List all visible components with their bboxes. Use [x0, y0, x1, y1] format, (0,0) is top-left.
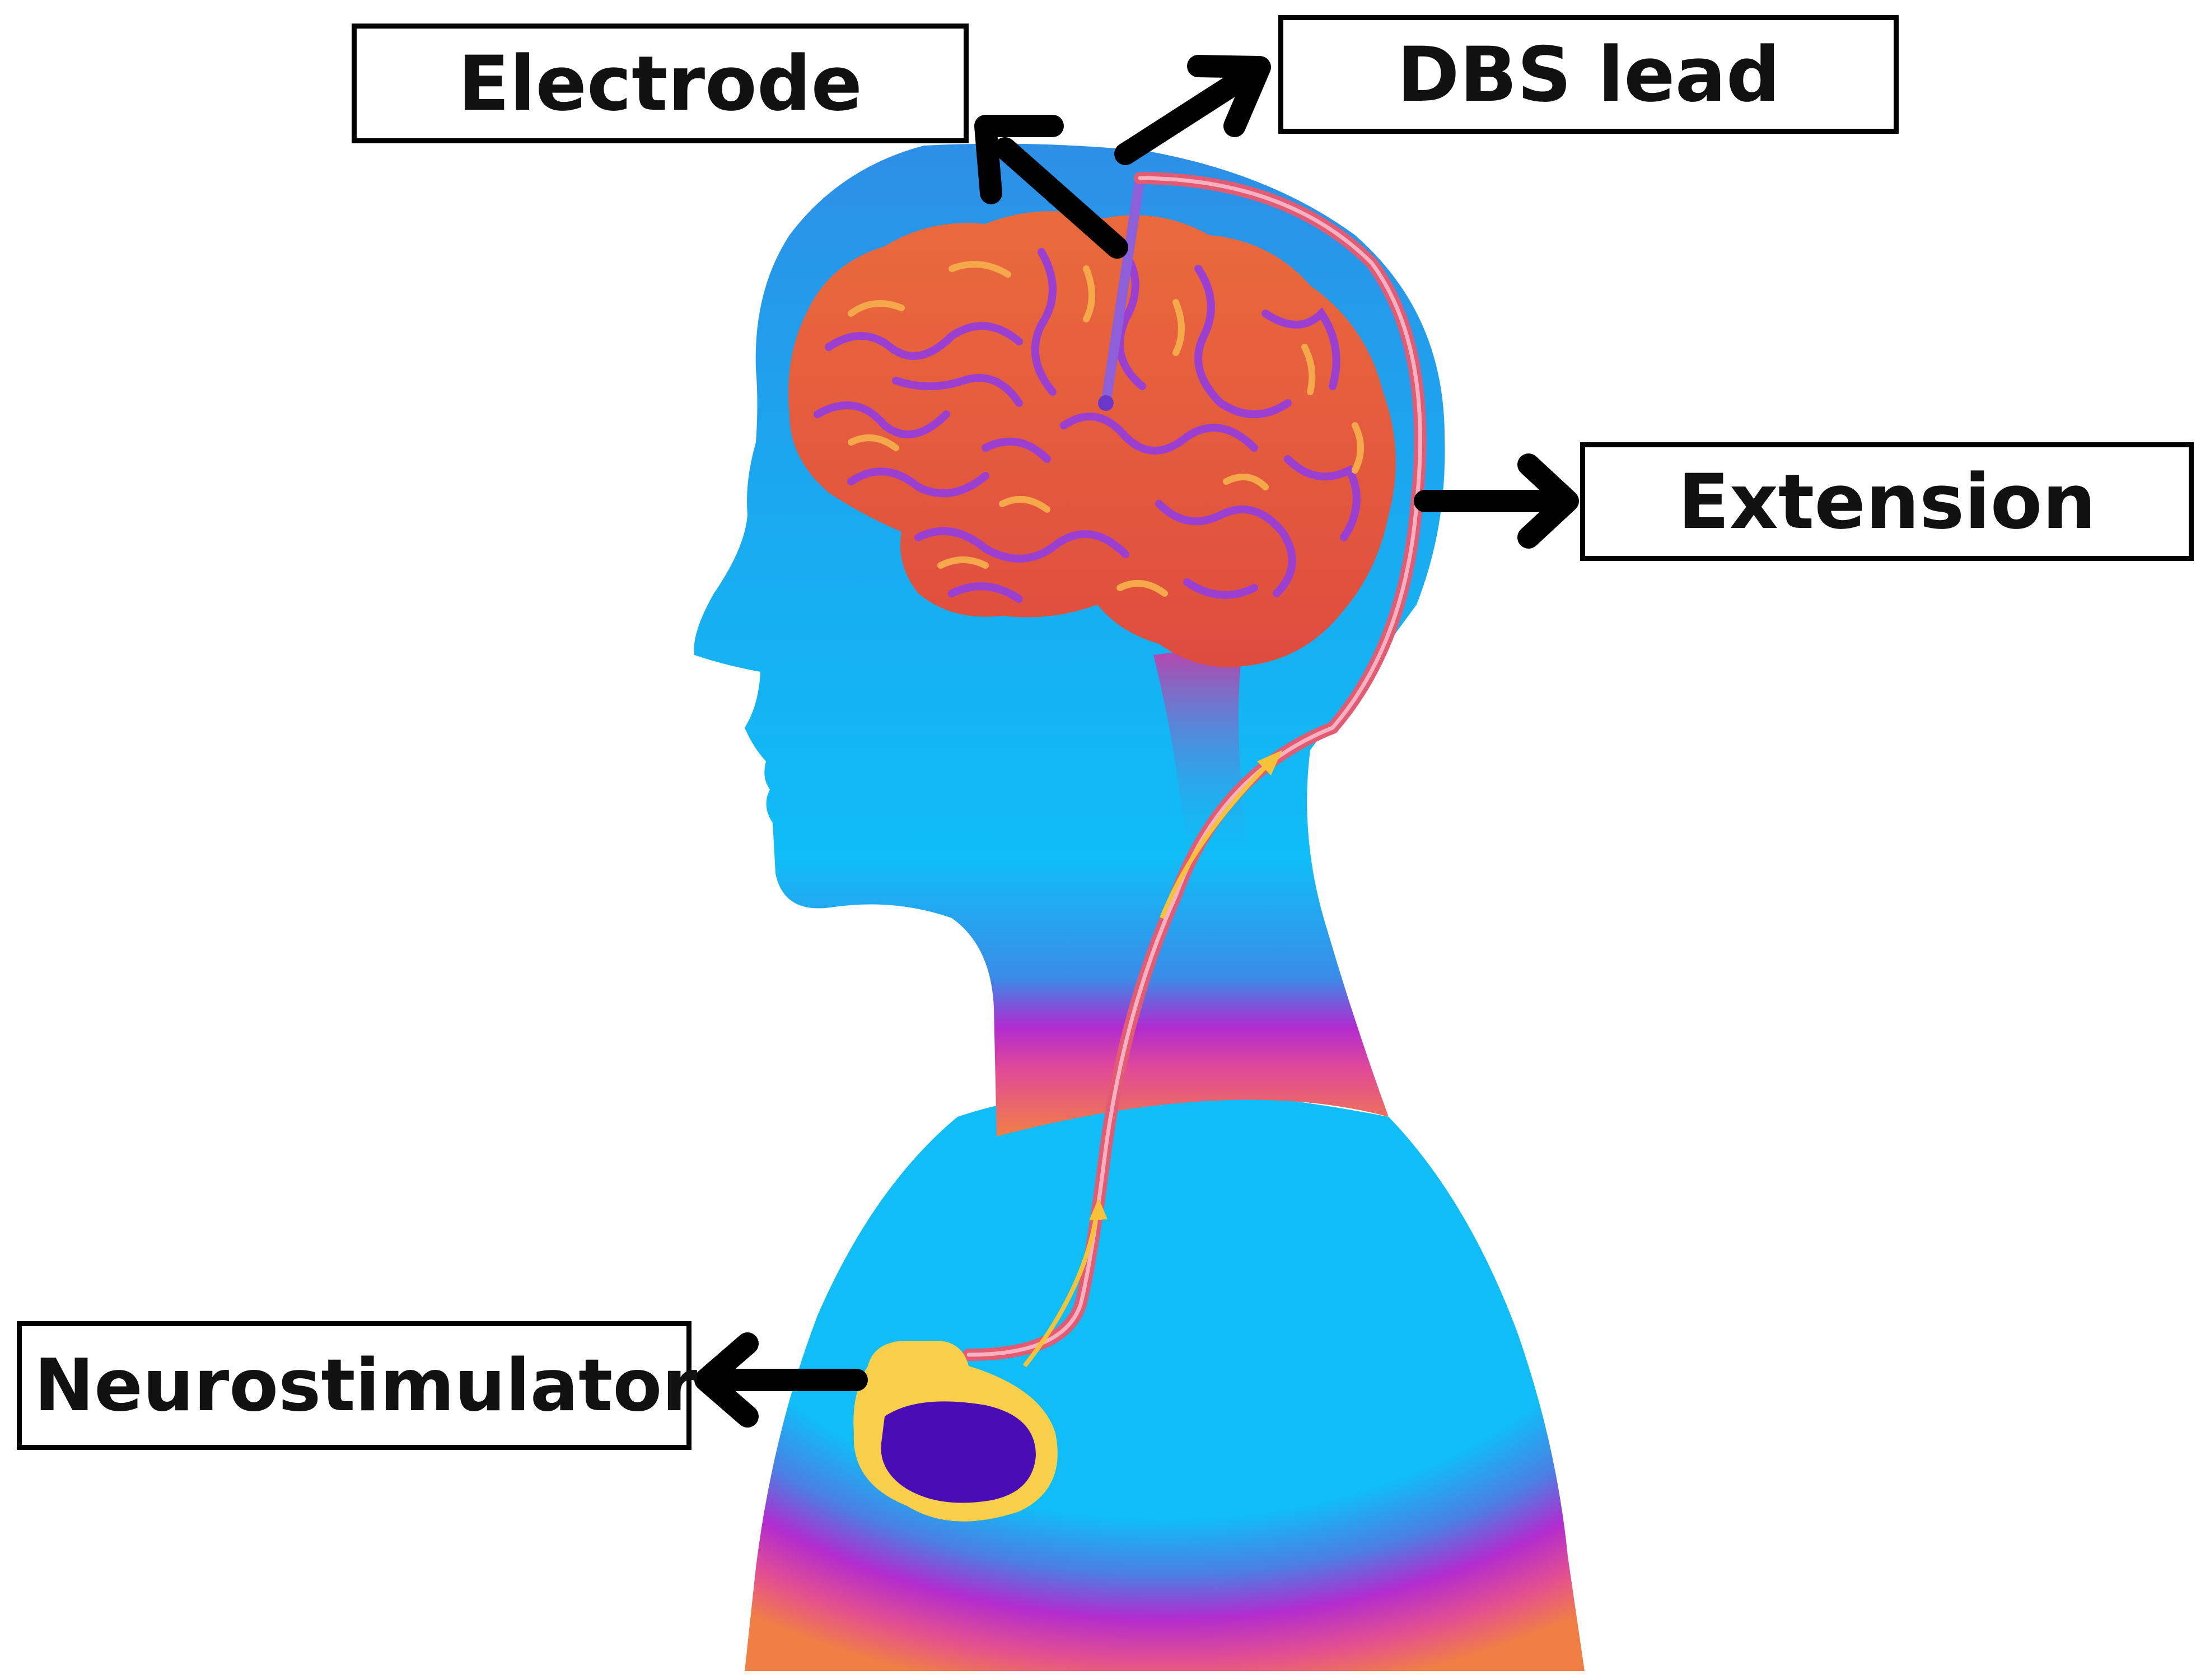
- dbs-lead-wire: [1101, 173, 1145, 408]
- dbs-arrowhead: [1187, 55, 1271, 137]
- device-inner: [881, 1401, 1036, 1503]
- brain-icon: [788, 211, 1396, 667]
- electrode-label: Electrode: [352, 24, 969, 143]
- extension-arrowhead: [1517, 453, 1579, 549]
- neurostimulator-arrowhead: [694, 1332, 759, 1428]
- dbs-arrow-shaft: [1114, 67, 1254, 165]
- torso: [745, 1090, 1585, 1671]
- neurostimulator-label: Neurostimulator: [17, 1321, 697, 1450]
- arrow-icon: [694, 55, 1579, 1428]
- extension-wire-core: [966, 176, 1422, 1357]
- signal-arrow-lower: [1022, 1209, 1100, 1368]
- dbs-lead-label: DBS lead: [1278, 15, 1899, 134]
- neurostimulator-device-icon: [853, 1341, 1058, 1522]
- electrode-arrow-shaft: [994, 137, 1128, 259]
- signal-arrowhead-upper: [1257, 750, 1282, 775]
- signal-arrow-upper: [1160, 760, 1273, 919]
- signal-arrowhead-lower: [1089, 1198, 1108, 1220]
- electrode-arrowhead: [974, 115, 1064, 204]
- brain-shape: [788, 211, 1396, 667]
- electrode-tip: [1098, 395, 1114, 411]
- extension-label: Extension: [1580, 442, 2194, 561]
